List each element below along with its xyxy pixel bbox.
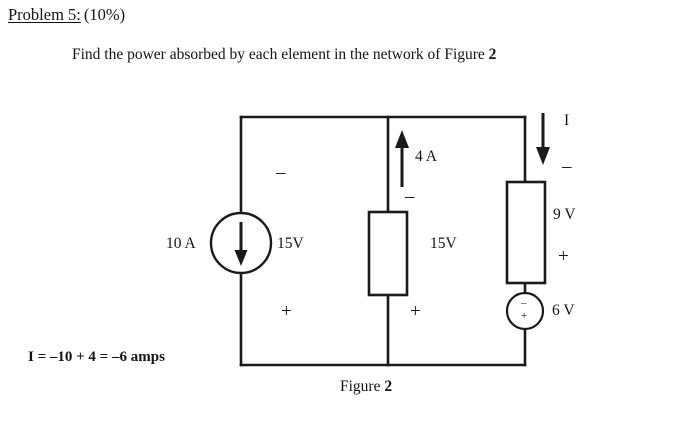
current-source-10a-arrow-down-icon	[234, 222, 248, 266]
polarity-left-plus: +	[281, 301, 292, 322]
current-arrow-i-down-icon	[536, 113, 550, 165]
figure-caption-number: 2	[384, 378, 393, 395]
figure-caption: Figure 2	[340, 378, 392, 396]
problem-statement: Find the power absorbed by each element …	[72, 46, 496, 64]
voltage-source-6v-symbol	[505, 291, 545, 331]
label-middle-voltage: 15V	[430, 235, 457, 252]
label-right-resistor-voltage: 9 V	[553, 206, 576, 223]
resistor-middle-symbol	[367, 210, 409, 297]
label-right-source-voltage: 6 V	[552, 302, 575, 319]
problem-statement-figure-word: Figure	[444, 46, 489, 63]
resistor-right-symbol	[505, 180, 547, 285]
figure-caption-word: Figure	[340, 378, 385, 395]
problem-statement-text: Find the power absorbed by each element …	[72, 46, 445, 63]
label-source-current: 10 A	[166, 235, 196, 252]
polarity-left-minus: –	[276, 162, 286, 183]
polarity-middle-minus: –	[405, 186, 415, 207]
problem-weight: (10%)	[83, 5, 126, 24]
label-middle-current: 4 A	[415, 148, 437, 165]
answer-equation: I = –10 + 4 = –6 amps	[28, 349, 165, 365]
polarity-right-minus: –	[562, 156, 572, 177]
label-source-voltage: 15V	[277, 235, 304, 252]
label-right-current: I	[564, 112, 570, 129]
polarity-middle-plus: +	[410, 301, 421, 322]
current-arrow-4a-up-icon	[395, 130, 409, 187]
page-title: Problem 5:(10%)	[8, 5, 126, 24]
voltage-source-6v-terminal-plus: +	[521, 310, 528, 322]
problem-statement-figure-number: 2	[488, 46, 497, 63]
voltage-source-6v-terminal-minus: –	[521, 297, 527, 309]
polarity-right-plus: +	[558, 246, 569, 267]
problem-label: Problem 5:	[8, 5, 81, 24]
